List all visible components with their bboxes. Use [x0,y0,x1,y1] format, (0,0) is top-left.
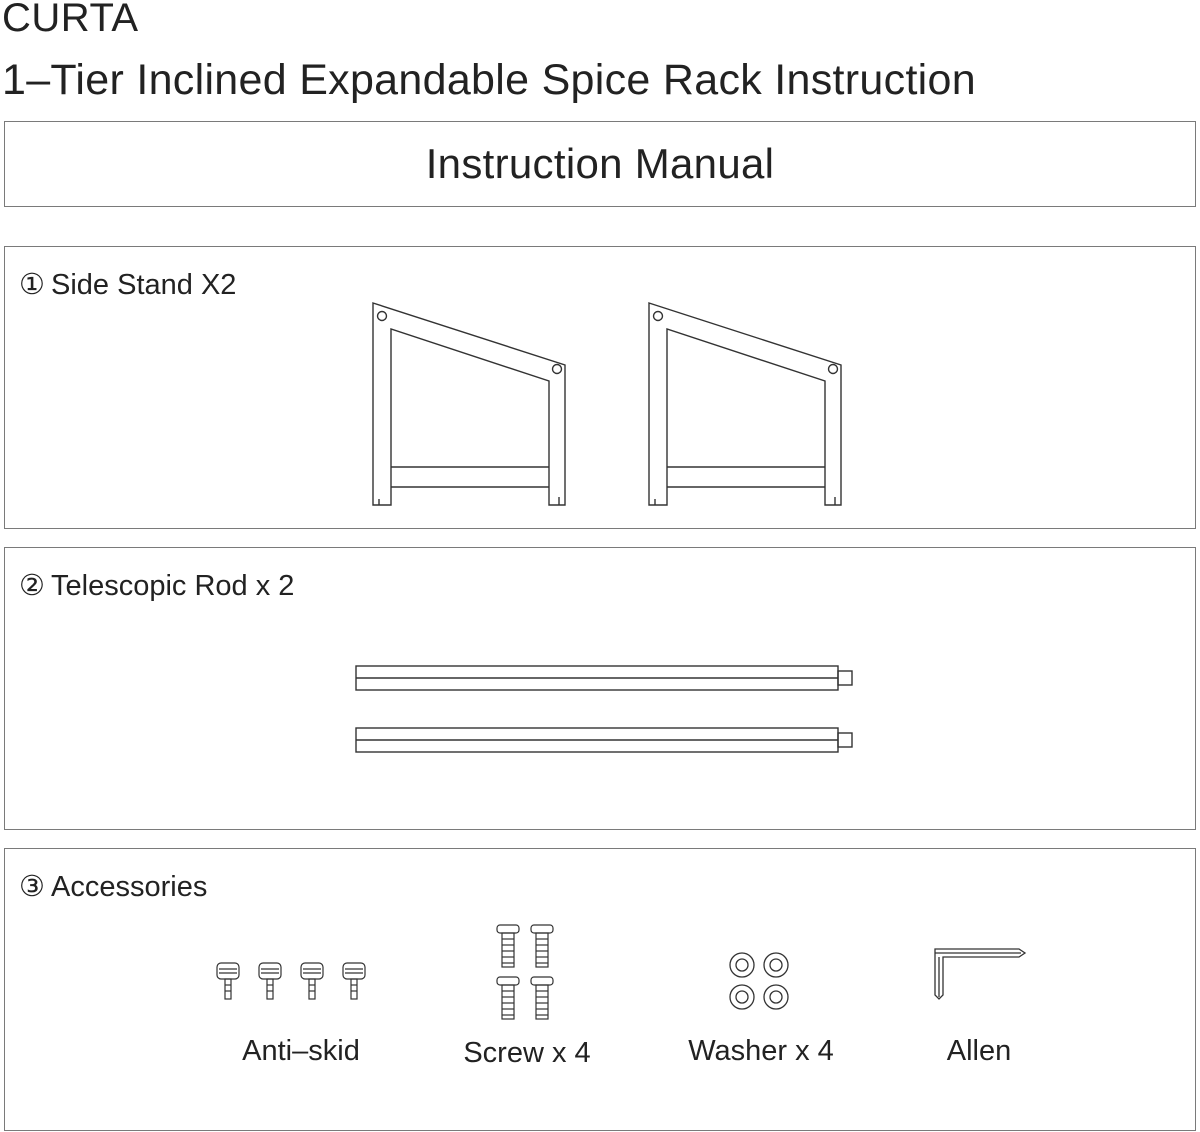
anti-skid-foot-icon [216,962,366,1000]
accessory-label-screw: Screw x 4 [463,1037,591,1069]
telescopic-rod-illustration-top [355,665,853,691]
part-2-label: Telescopic Rod x 2 [51,570,295,602]
side-stand-illustration-left [372,302,566,506]
part-1-label: Side Stand X2 [51,269,237,301]
screw-icon [496,924,554,1020]
washer-icon [729,952,789,1010]
accessory-label-washer: Washer x 4 [688,1035,834,1067]
part-1-number: ① [19,269,45,301]
accessory-label-anti-skid: Anti–skid [242,1035,360,1067]
part-3-label: Accessories [51,871,208,903]
telescopic-rod-illustration-bottom [355,727,853,753]
brand-name: CURTA [2,0,139,40]
part-2-number: ② [19,570,45,602]
manual-title: Instruction Manual [425,140,775,187]
instruction-manual-banner: Instruction Manual [4,121,1196,207]
part-3-number: ③ [19,871,45,903]
allen-key-icon [934,948,1027,1000]
accessory-label-allen: Allen [946,1035,1012,1067]
side-stand-illustration-right [648,302,842,506]
page-title: 1–Tier Inclined Expandable Spice Rack In… [2,56,976,104]
